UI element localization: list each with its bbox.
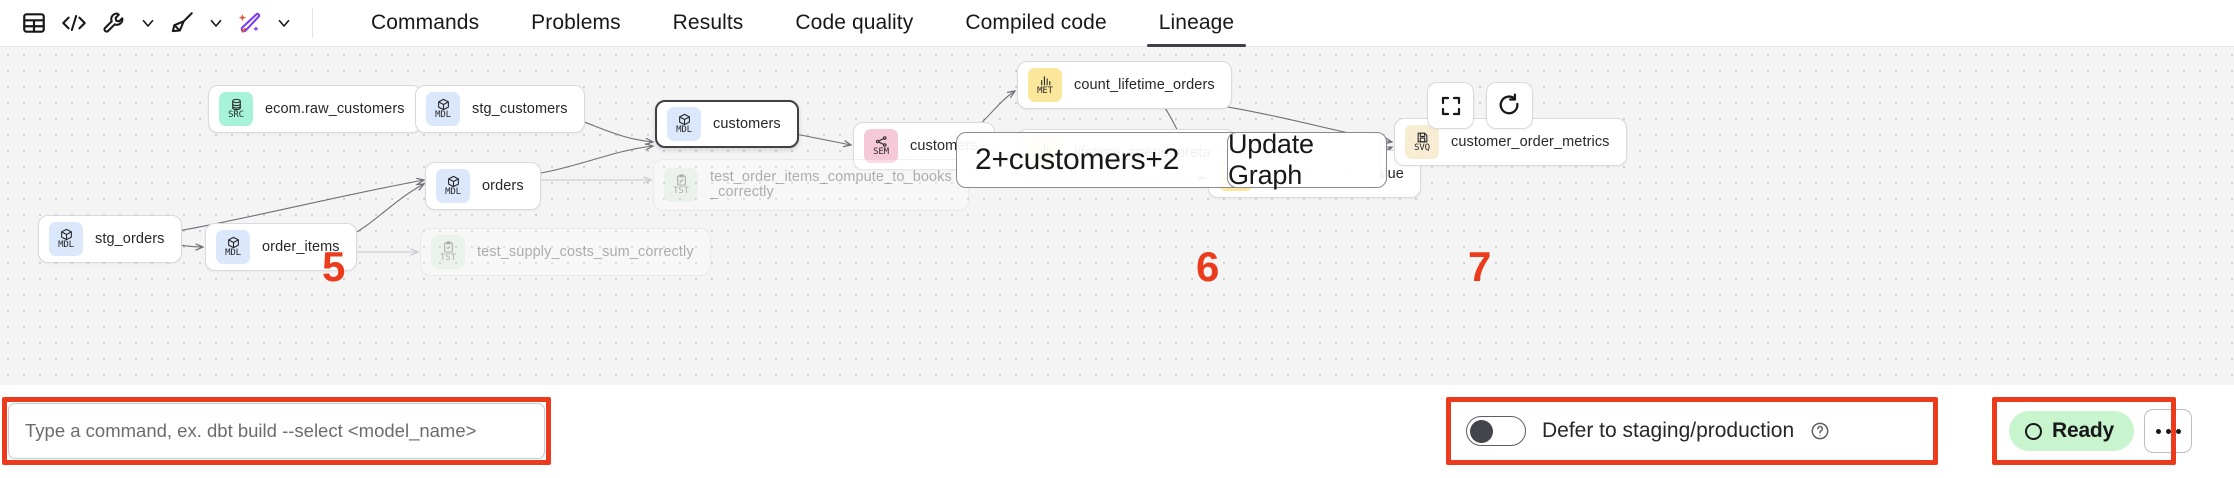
annotation-number-7: 7 <box>1468 243 1492 290</box>
top-toolbar: Commands Problems Results Code quality C… <box>0 0 2234 47</box>
badge-type-label: MDL <box>435 110 451 120</box>
dot <box>2175 428 2181 434</box>
table-view-icon[interactable] <box>14 4 54 42</box>
question-mark-icon[interactable] <box>1810 421 1830 441</box>
badge-type-label: TST <box>673 186 689 196</box>
dot <box>2165 428 2171 434</box>
fit-view-button[interactable] <box>1427 82 1474 129</box>
annotation-number-6: 6 <box>1196 243 1220 290</box>
node-label: stg_customers <box>472 100 568 117</box>
badge-type-label: MDL <box>58 240 74 250</box>
lineage-node-ghost[interactable]: TST test_supply_costs_sum_correctly <box>420 228 711 276</box>
badge-type-label: MET <box>1037 86 1053 96</box>
node-label: stg_orders <box>95 230 165 247</box>
status-control-group: Ready <box>2009 403 2193 459</box>
lineage-node[interactable]: SRC ecom.raw_customers <box>208 85 422 133</box>
badge-type-label: SVQ <box>1414 143 1430 153</box>
lineage-node[interactable]: MDL orders <box>425 162 541 210</box>
badge-type-label: TST <box>440 253 456 263</box>
tab-problems[interactable]: Problems <box>531 11 621 34</box>
node-label: count_lifetime_orders <box>1074 76 1215 93</box>
node-label: customers <box>713 115 781 132</box>
toggle-knob <box>1470 419 1493 443</box>
badge-type-label: SEM <box>873 147 889 157</box>
mdl-badge-icon: MDL <box>49 222 83 256</box>
tab-commands[interactable]: Commands <box>371 11 480 34</box>
badge-type-label: SRC <box>228 110 244 120</box>
wrench-icon[interactable] <box>94 4 134 42</box>
badge-type-label: MDL <box>676 125 692 135</box>
met-badge-icon: MET <box>1028 68 1062 102</box>
svq-badge-icon: SVQ <box>1405 125 1439 159</box>
command-input-wrapper[interactable] <box>8 403 545 459</box>
src-badge-icon: SRC <box>219 92 253 126</box>
mdl-badge-icon: MDL <box>667 107 701 141</box>
broom-chevron-down-icon[interactable] <box>202 4 230 42</box>
broom-icon[interactable] <box>162 4 202 42</box>
wrench-chevron-down-icon[interactable] <box>134 4 162 42</box>
lineage-canvas[interactable]: SRC ecom.raw_customers MDL stg_customers… <box>0 47 2234 385</box>
code-icon[interactable] <box>54 4 94 42</box>
tab-compiled-code[interactable]: Compiled code <box>965 11 1107 34</box>
tst-badge-icon: TST <box>431 235 465 269</box>
magic-wand-icon[interactable] <box>230 4 270 42</box>
refresh-graph-button[interactable] <box>1486 82 1533 129</box>
panel-tabs: Commands Problems Results Code quality C… <box>345 0 1260 47</box>
node-label: customer_order_metrics <box>1451 133 1610 150</box>
lineage-node[interactable]: MET count_lifetime_orders <box>1017 61 1232 109</box>
update-graph-label: Update Graph <box>1228 129 1314 190</box>
node-label: order_items <box>262 238 340 255</box>
status-label: Ready <box>2052 419 2115 442</box>
badge-type-label: MDL <box>445 187 461 197</box>
tab-results[interactable]: Results <box>672 11 744 34</box>
command-input[interactable] <box>25 420 528 442</box>
dot <box>2155 428 2161 434</box>
badge-type-label: MDL <box>225 248 241 258</box>
defer-toggle[interactable] <box>1466 416 1526 446</box>
sem-badge-icon: SEM <box>864 129 898 163</box>
tab-lineage[interactable]: Lineage <box>1133 0 1260 47</box>
toolbar-divider <box>312 8 313 38</box>
status-badge[interactable]: Ready <box>2009 411 2135 451</box>
update-graph-button[interactable]: Update Graph <box>1227 129 1387 190</box>
node-label: test_order_items_compute_to_books _corre… <box>710 169 952 200</box>
mdl-badge-icon: MDL <box>436 169 470 203</box>
tab-code-quality[interactable]: Code quality <box>795 11 914 34</box>
node-label: orders <box>482 177 524 194</box>
lineage-selector-text: 2+customers+2 <box>975 143 1180 176</box>
defer-label: Defer to staging/production <box>1542 419 1795 442</box>
lineage-node-selected[interactable]: MDL customers <box>655 100 799 148</box>
mdl-badge-icon: MDL <box>216 230 250 264</box>
defer-control-group: Defer to staging/production <box>1466 403 1830 459</box>
circle-icon <box>2025 422 2042 440</box>
node-label: test_supply_costs_sum_correctly <box>477 243 694 260</box>
lineage-node[interactable]: MDL stg_customers <box>415 85 585 133</box>
ellipsis-icon[interactable] <box>2144 409 2193 453</box>
lineage-node-ghost[interactable]: TST test_order_items_compute_to_books _c… <box>653 159 969 211</box>
toolbar-icon-group <box>0 0 327 47</box>
magic-chevron-down-icon[interactable] <box>270 4 298 42</box>
lineage-node[interactable]: MDL stg_orders <box>38 215 182 263</box>
mdl-badge-icon: MDL <box>426 92 460 126</box>
annotation-number-5: 5 <box>322 243 346 290</box>
lineage-node[interactable]: MDL order_items <box>205 223 357 271</box>
tst-badge-icon: TST <box>664 168 698 202</box>
node-label: ecom.raw_customers <box>265 100 405 117</box>
